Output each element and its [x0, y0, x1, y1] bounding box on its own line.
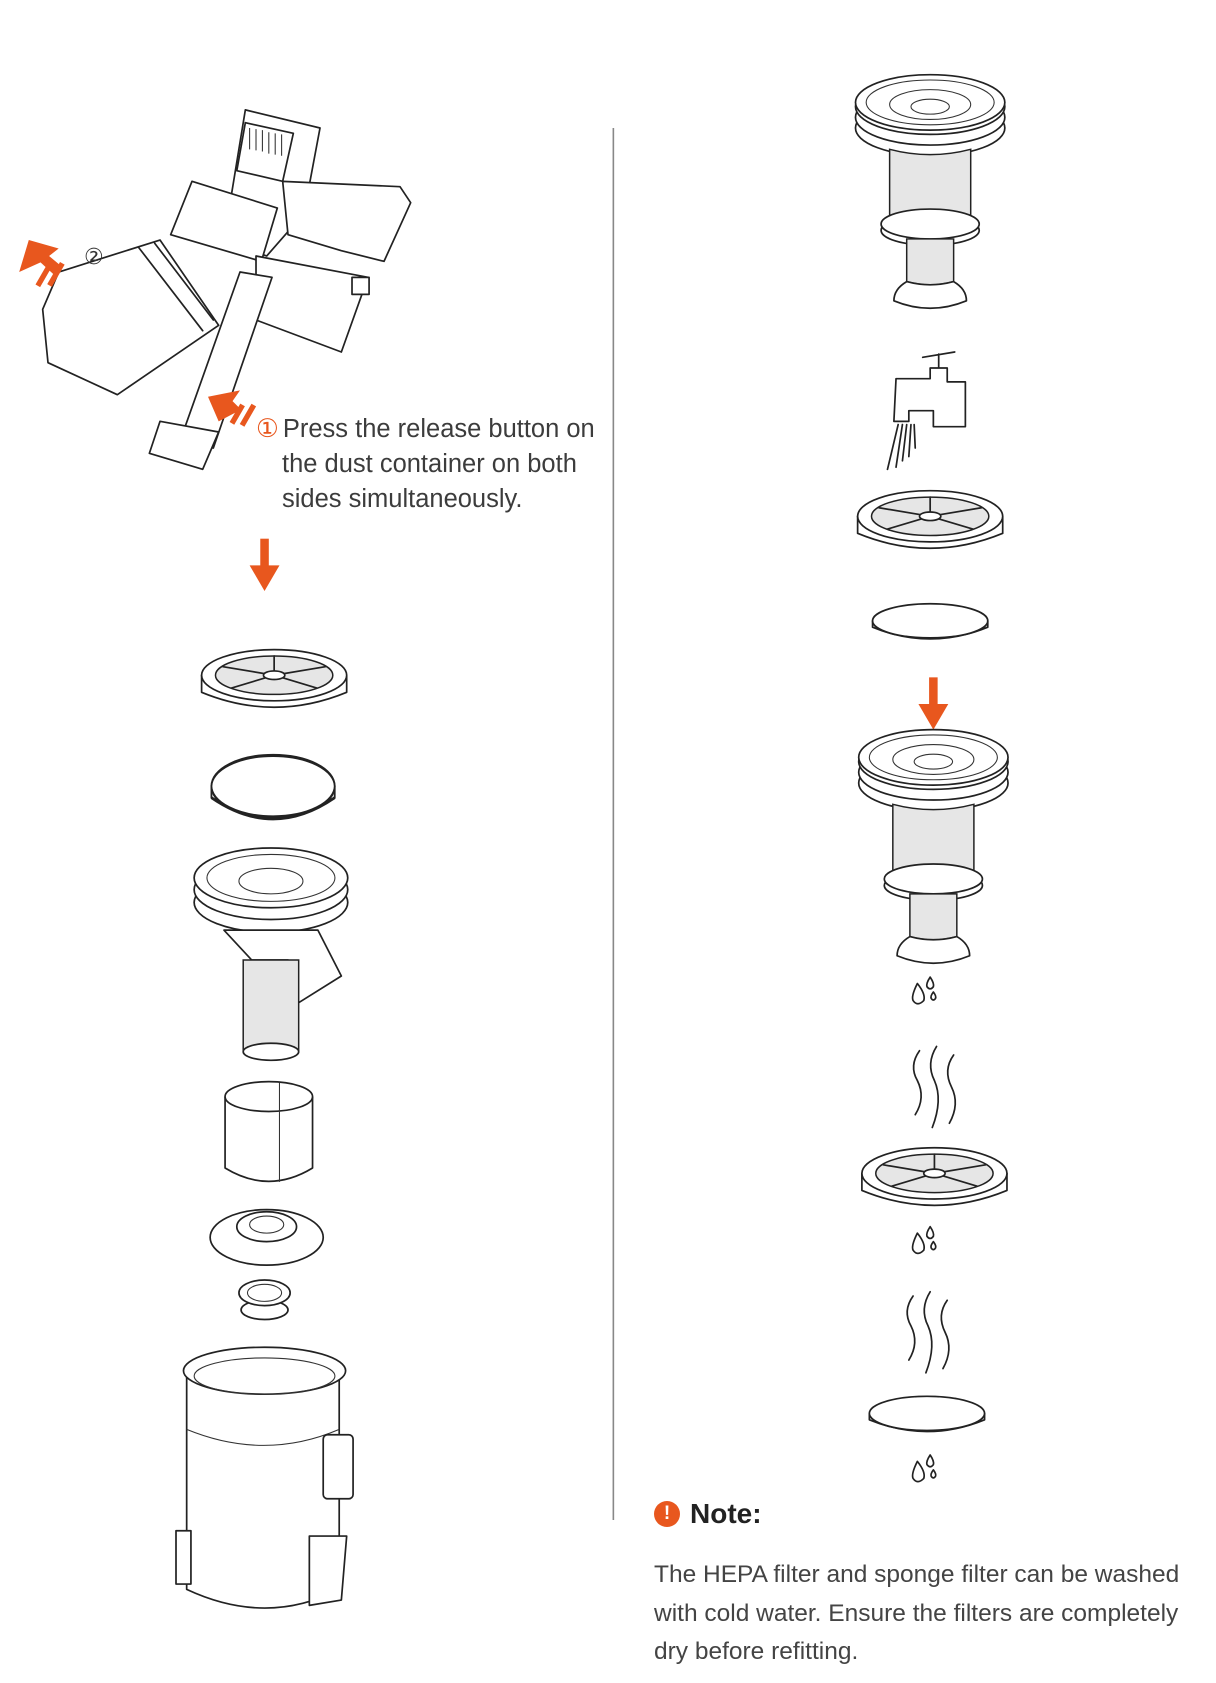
- water-drops-icon: [911, 976, 937, 1005]
- sponge-filter-frame: [861, 1146, 1008, 1207]
- note-line: The HEPA filter and sponge filter can be…: [654, 1561, 1180, 1588]
- vacuum-handheld-illustration: [41, 109, 412, 471]
- note-body: The HEPA filter and sponge filter can be…: [654, 1556, 1179, 1672]
- dust-bin: [175, 1346, 354, 1609]
- drying-heat-icon: [912, 1045, 957, 1129]
- sponge-filter-frame: [200, 648, 348, 709]
- note-heading: ! Note:: [654, 1498, 762, 1530]
- step-1-line: Press the release button on: [282, 415, 595, 443]
- step-1-line: sides simultaneously.: [282, 485, 523, 513]
- note-title: Note:: [690, 1498, 762, 1529]
- note-line: with cold water. Ensure the filters are …: [654, 1599, 1179, 1627]
- felt-filter-disc: [209, 753, 337, 821]
- arrow-down-icon: [918, 677, 949, 730]
- arrow-down-icon: [249, 538, 280, 591]
- arrow-press-icon: [208, 390, 257, 427]
- exclamation-circle-icon: !: [654, 1501, 680, 1527]
- cyclone-assembly: [193, 847, 349, 1062]
- small-seal-ring: [238, 1279, 291, 1321]
- water-drops-icon: [911, 1454, 937, 1483]
- cylinder-mesh-filter: [224, 1080, 314, 1183]
- cone-ring: [209, 1208, 325, 1266]
- step-1-number: ①: [256, 415, 279, 443]
- hepa-filter-assembly: [854, 73, 1006, 310]
- faucet-icon: [886, 351, 967, 471]
- arrow-pull-icon: [19, 240, 65, 288]
- drying-heat-icon: [906, 1290, 950, 1374]
- step-1-line: the dust container on both: [282, 450, 577, 478]
- water-drops-icon: [911, 1225, 937, 1255]
- hepa-filter-assembly: [857, 728, 1009, 965]
- felt-filter-disc: [868, 1395, 986, 1433]
- note-line: dry before refitting.: [654, 1638, 859, 1665]
- sponge-filter-frame: [856, 489, 1004, 550]
- felt-filter-disc: [871, 602, 989, 640]
- step-2-number: ②: [84, 244, 104, 269]
